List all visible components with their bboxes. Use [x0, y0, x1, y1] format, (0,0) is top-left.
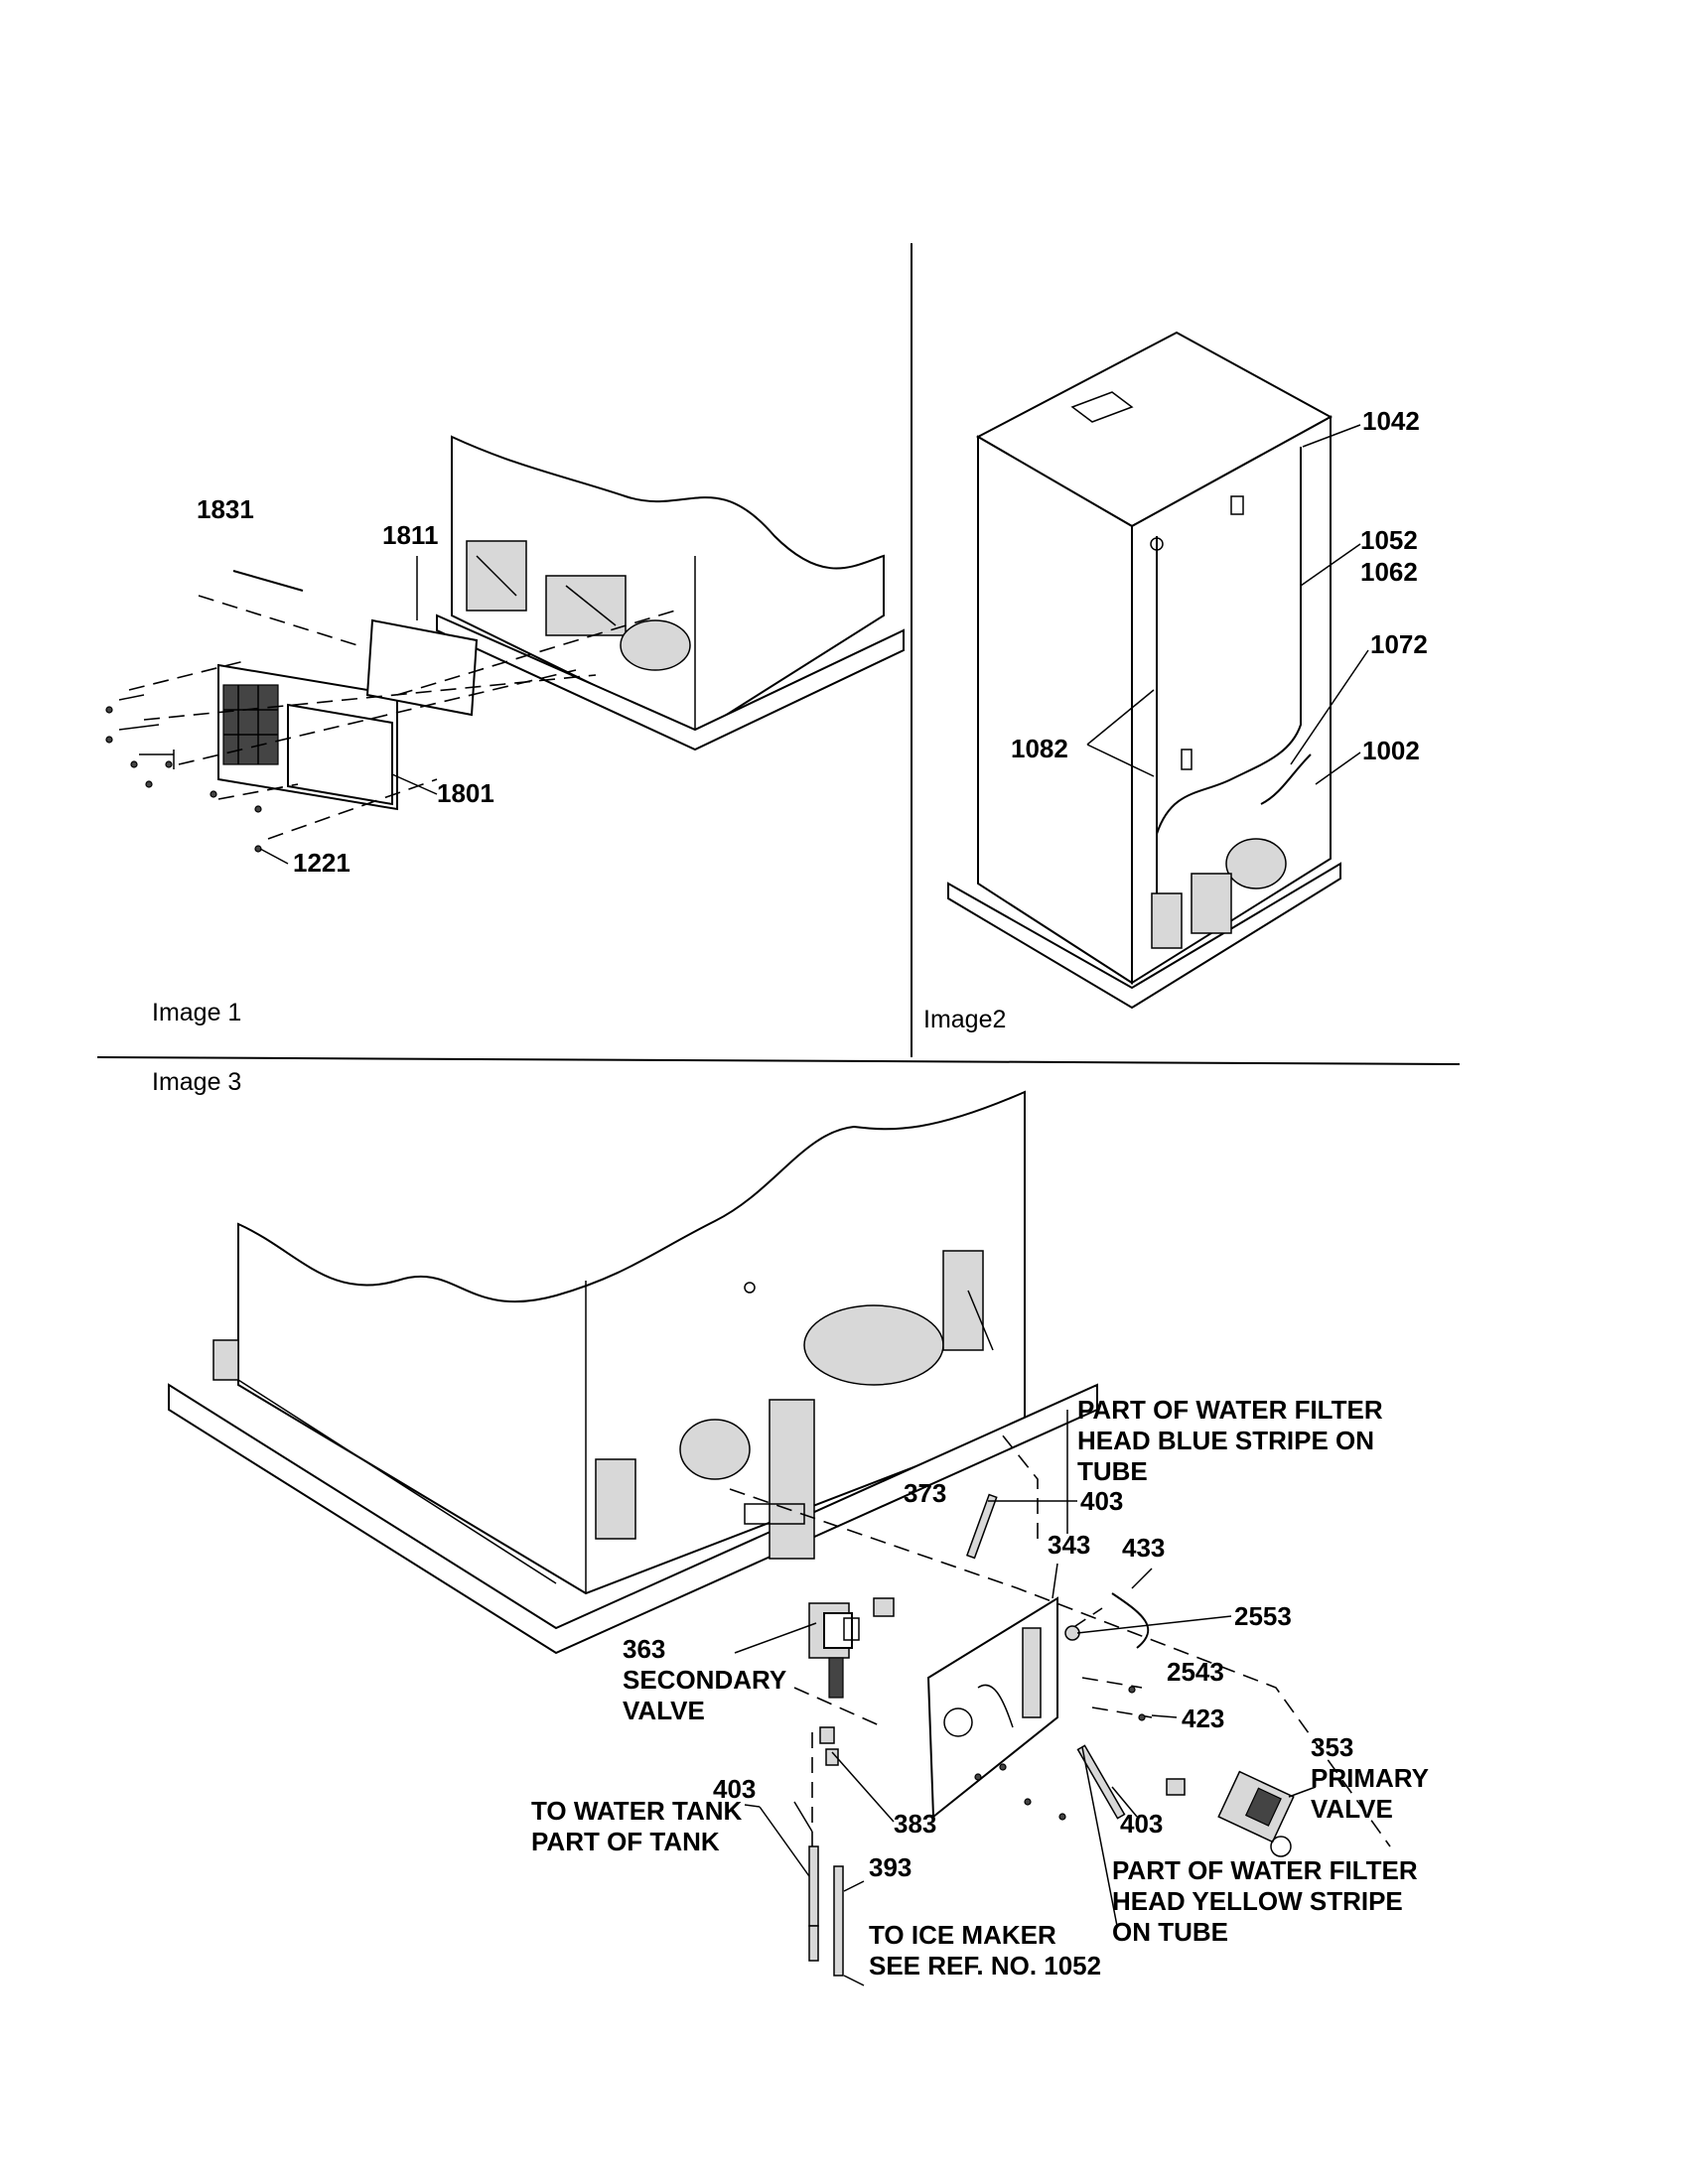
tube-403-upper: [965, 1493, 998, 1560]
image1-explode-lines: [128, 595, 676, 840]
tube-ice-maker: [808, 1925, 819, 1962]
label-2543: 2543: [1167, 1657, 1224, 1687]
label-403-right: 403: [1120, 1809, 1163, 1839]
screw-2543: [1128, 1686, 1136, 1694]
fitting-383b: [825, 1748, 839, 1766]
label-423: 423: [1182, 1704, 1224, 1733]
image3-cabinet: [168, 1090, 1098, 1655]
label-1831: 1831: [197, 494, 254, 524]
screw-423: [1138, 1713, 1146, 1721]
caption-image2: Image2: [923, 1006, 1006, 1033]
label-blue-stripe-1: PART OF WATER FILTER: [1077, 1395, 1383, 1425]
caption-image1: Image 1: [152, 999, 241, 1026]
label-383: 383: [894, 1809, 936, 1839]
image2-panel: 1042 1052 1062 1072 1082 1002 Image2: [923, 331, 1428, 1033]
tube-water-tank: [833, 1865, 844, 1977]
secondary-valve-363: [808, 1602, 860, 1699]
primary-valve-353: [1217, 1770, 1295, 1857]
label-1082: 1082: [1011, 734, 1068, 763]
label-403-left: 403: [713, 1774, 756, 1804]
label-1072: 1072: [1370, 629, 1428, 659]
label-373: 373: [904, 1478, 946, 1508]
label-353: 353: [1311, 1732, 1353, 1762]
label-blue-stripe-2: HEAD BLUE STRIPE ON: [1077, 1426, 1374, 1455]
fitting-373: [873, 1597, 895, 1617]
label-ice-maker-2: SEE REF. NO. 1052: [869, 1951, 1101, 1980]
label-yellow-stripe-3: ON TUBE: [1112, 1917, 1228, 1947]
label-primary-valve-2: VALVE: [1311, 1794, 1393, 1824]
label-343: 343: [1048, 1530, 1090, 1560]
label-363: 363: [623, 1634, 665, 1664]
caption-image3: Image 3: [152, 1068, 241, 1096]
label-1811: 1811: [382, 520, 438, 550]
tube-403-lower: [1076, 1744, 1126, 1820]
label-2553: 2553: [1234, 1601, 1292, 1631]
panel-dividers: [96, 243, 1461, 1065]
label-403-upper: 403: [1080, 1486, 1123, 1516]
panel-part-1811: [365, 618, 479, 717]
image2-refrigerator: [947, 331, 1341, 1010]
image3-explode-lines: [729, 1429, 1391, 1891]
label-secondary-valve-2: VALVE: [623, 1696, 705, 1725]
strip-part-1831: [232, 570, 304, 592]
label-blue-stripe-3: TUBE: [1077, 1456, 1148, 1486]
label-1221: 1221: [293, 848, 351, 878]
screw-2553: [1064, 1625, 1080, 1641]
label-yellow-stripe-2: HEAD YELLOW STRIPE: [1112, 1886, 1403, 1916]
clip-433: [1111, 1592, 1150, 1649]
image3-leaders: [734, 1410, 1317, 1986]
image3-panel: Image 3: [152, 1068, 1429, 1986]
label-433: 433: [1122, 1533, 1165, 1563]
screws-1221: [105, 694, 262, 853]
grille-part-1801: [217, 663, 398, 811]
label-yellow-stripe-1: PART OF WATER FILTER: [1112, 1855, 1418, 1885]
label-1801: 1801: [437, 778, 494, 808]
label-ice-maker-1: TO ICE MAKER: [869, 1920, 1056, 1950]
label-1062: 1062: [1360, 557, 1418, 587]
label-secondary-valve-1: SECONDARY: [623, 1665, 786, 1695]
label-1042: 1042: [1362, 406, 1420, 436]
label-393: 393: [869, 1852, 912, 1882]
label-primary-valve-1: PRIMARY: [1311, 1763, 1429, 1793]
label-water-tank-2: PART OF TANK: [531, 1827, 720, 1856]
tube-393: [808, 1845, 819, 1927]
image1-panel: 1831 1811 1801 1221 Image 1: [105, 435, 905, 1026]
fitting-primary: [1166, 1778, 1186, 1796]
fitting-383: [819, 1726, 835, 1744]
image1-leaders: [259, 556, 438, 865]
bracket-part-343: [926, 1596, 1066, 1821]
label-1002: 1002: [1362, 736, 1420, 765]
image1-cabinet: [436, 435, 905, 751]
label-water-tank-1: TO WATER TANK: [531, 1796, 743, 1826]
label-1052: 1052: [1360, 525, 1418, 555]
image2-leaders: [1086, 424, 1369, 785]
